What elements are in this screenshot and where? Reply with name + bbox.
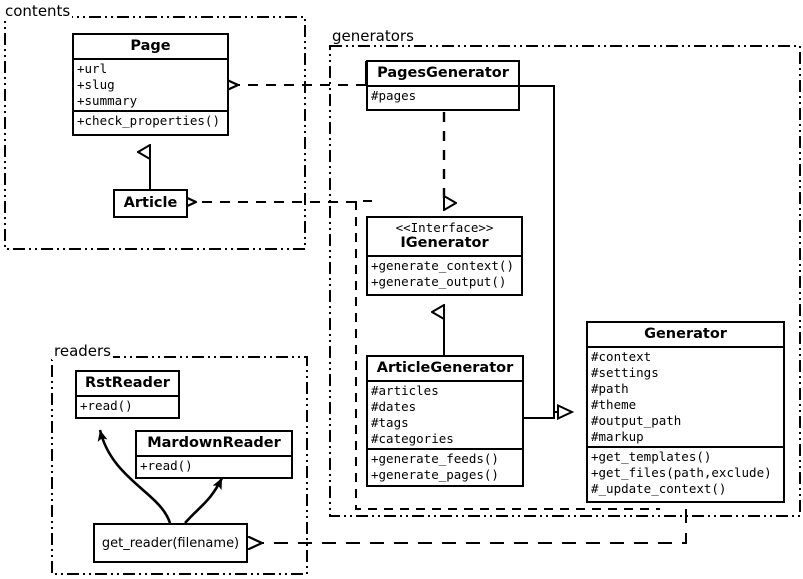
attribute-item: #path <box>591 380 629 396</box>
class-name-article: Article <box>123 195 178 211</box>
class-box-pagesgenerator[interactable]: PagesGenerator #pages <box>366 60 520 111</box>
operation-item: #_update_context() <box>591 480 727 496</box>
class-name-pagesgenerator: PagesGenerator <box>377 65 509 81</box>
class-operations-page: +check_properties() <box>74 109 227 130</box>
attribute-item: #context <box>591 348 652 364</box>
attribute-item: #output_path <box>591 412 682 428</box>
class-box-igenerator[interactable]: <<Interface>> IGenerator +generate_conte… <box>366 216 523 296</box>
operation-item: +generate_context() <box>371 258 514 274</box>
attribute-item: #articles <box>371 382 439 398</box>
operation-item: +generate_output() <box>371 274 507 290</box>
operation-item: +generate_feeds() <box>371 450 499 466</box>
attribute-item: #theme <box>591 396 637 412</box>
class-box-rstreader[interactable]: RstReader +read() <box>75 370 180 419</box>
function-box-get-reader[interactable]: get_reader(filename) <box>93 523 248 563</box>
class-attributes-pagesgenerator: #pages <box>368 84 518 105</box>
class-attributes-generator: #context #settings #path #theme #output_… <box>588 345 783 446</box>
attribute-item: +url <box>77 60 108 76</box>
package-frame-generators <box>329 45 801 517</box>
package-label-readers: readers <box>52 342 113 360</box>
class-operations-articlegenerator: +generate_feeds() +generate_pages() <box>368 447 522 484</box>
package-label-generators: generators <box>330 27 416 45</box>
relation-getreader-returns-mardownreader <box>184 477 224 524</box>
relation-generator-depends-getreader <box>262 509 687 543</box>
class-name-generator: Generator <box>644 326 727 342</box>
relation-pagesgenerator-generalizes-generator <box>520 85 572 412</box>
package-frame-contents <box>4 16 306 250</box>
class-operations-rstreader: +read() <box>77 394 178 415</box>
class-name-articlegenerator: ArticleGenerator <box>376 360 514 376</box>
operation-item: +check_properties() <box>77 112 220 128</box>
class-operations-generator: +get_templates() +get_files(path,exclude… <box>588 445 783 498</box>
attribute-item: +slug <box>77 76 115 92</box>
class-operations-igenerator: +generate_context() +generate_output() <box>368 255 521 291</box>
attribute-item: #settings <box>591 364 659 380</box>
class-box-article[interactable]: Article <box>113 189 188 218</box>
class-name-igenerator: IGenerator <box>400 234 489 251</box>
class-operations-mardownreader: +read() <box>137 454 291 475</box>
class-box-articlegenerator[interactable]: ArticleGenerator #articles #dates #tags … <box>366 355 524 487</box>
attribute-item: +summary <box>77 92 138 108</box>
class-name-rstreader: RstReader <box>85 375 170 391</box>
class-box-mardownreader[interactable]: MardownReader +read() <box>135 430 293 479</box>
class-attributes-articlegenerator: #articles #dates #tags #categories <box>368 379 522 448</box>
attribute-item: #tags <box>371 414 409 430</box>
class-box-generator[interactable]: Generator #context #settings #path #them… <box>586 321 785 503</box>
attribute-item: #pages <box>371 87 417 103</box>
operation-item: +generate_pages() <box>371 466 499 482</box>
operation-item: +get_files(path,exclude) <box>591 464 772 480</box>
attribute-item: #markup <box>591 428 644 444</box>
function-label-get-reader: get_reader(filename) <box>101 535 240 551</box>
operation-item: +read() <box>140 457 193 473</box>
operation-item: +get_templates() <box>591 448 712 464</box>
attribute-item: #dates <box>371 398 417 414</box>
relation-getreader-returns-rstreader <box>97 429 172 524</box>
package-frame-generators-inner <box>355 200 660 510</box>
operation-item: +read() <box>80 397 133 413</box>
class-attributes-page: +url +slug +summary <box>74 57 227 110</box>
class-box-page[interactable]: Page +url +slug +summary +check_properti… <box>72 33 229 136</box>
package-frame-readers <box>51 356 308 575</box>
class-stereotype-igenerator: <<Interface>> <box>395 220 494 235</box>
attribute-item: #categories <box>371 430 454 446</box>
class-name-page: Page <box>130 38 171 54</box>
package-label-contents: contents <box>3 2 73 20</box>
class-name-mardownreader: MardownReader <box>147 435 281 451</box>
relation-articlegenerator-generalizes-generator <box>524 412 555 419</box>
